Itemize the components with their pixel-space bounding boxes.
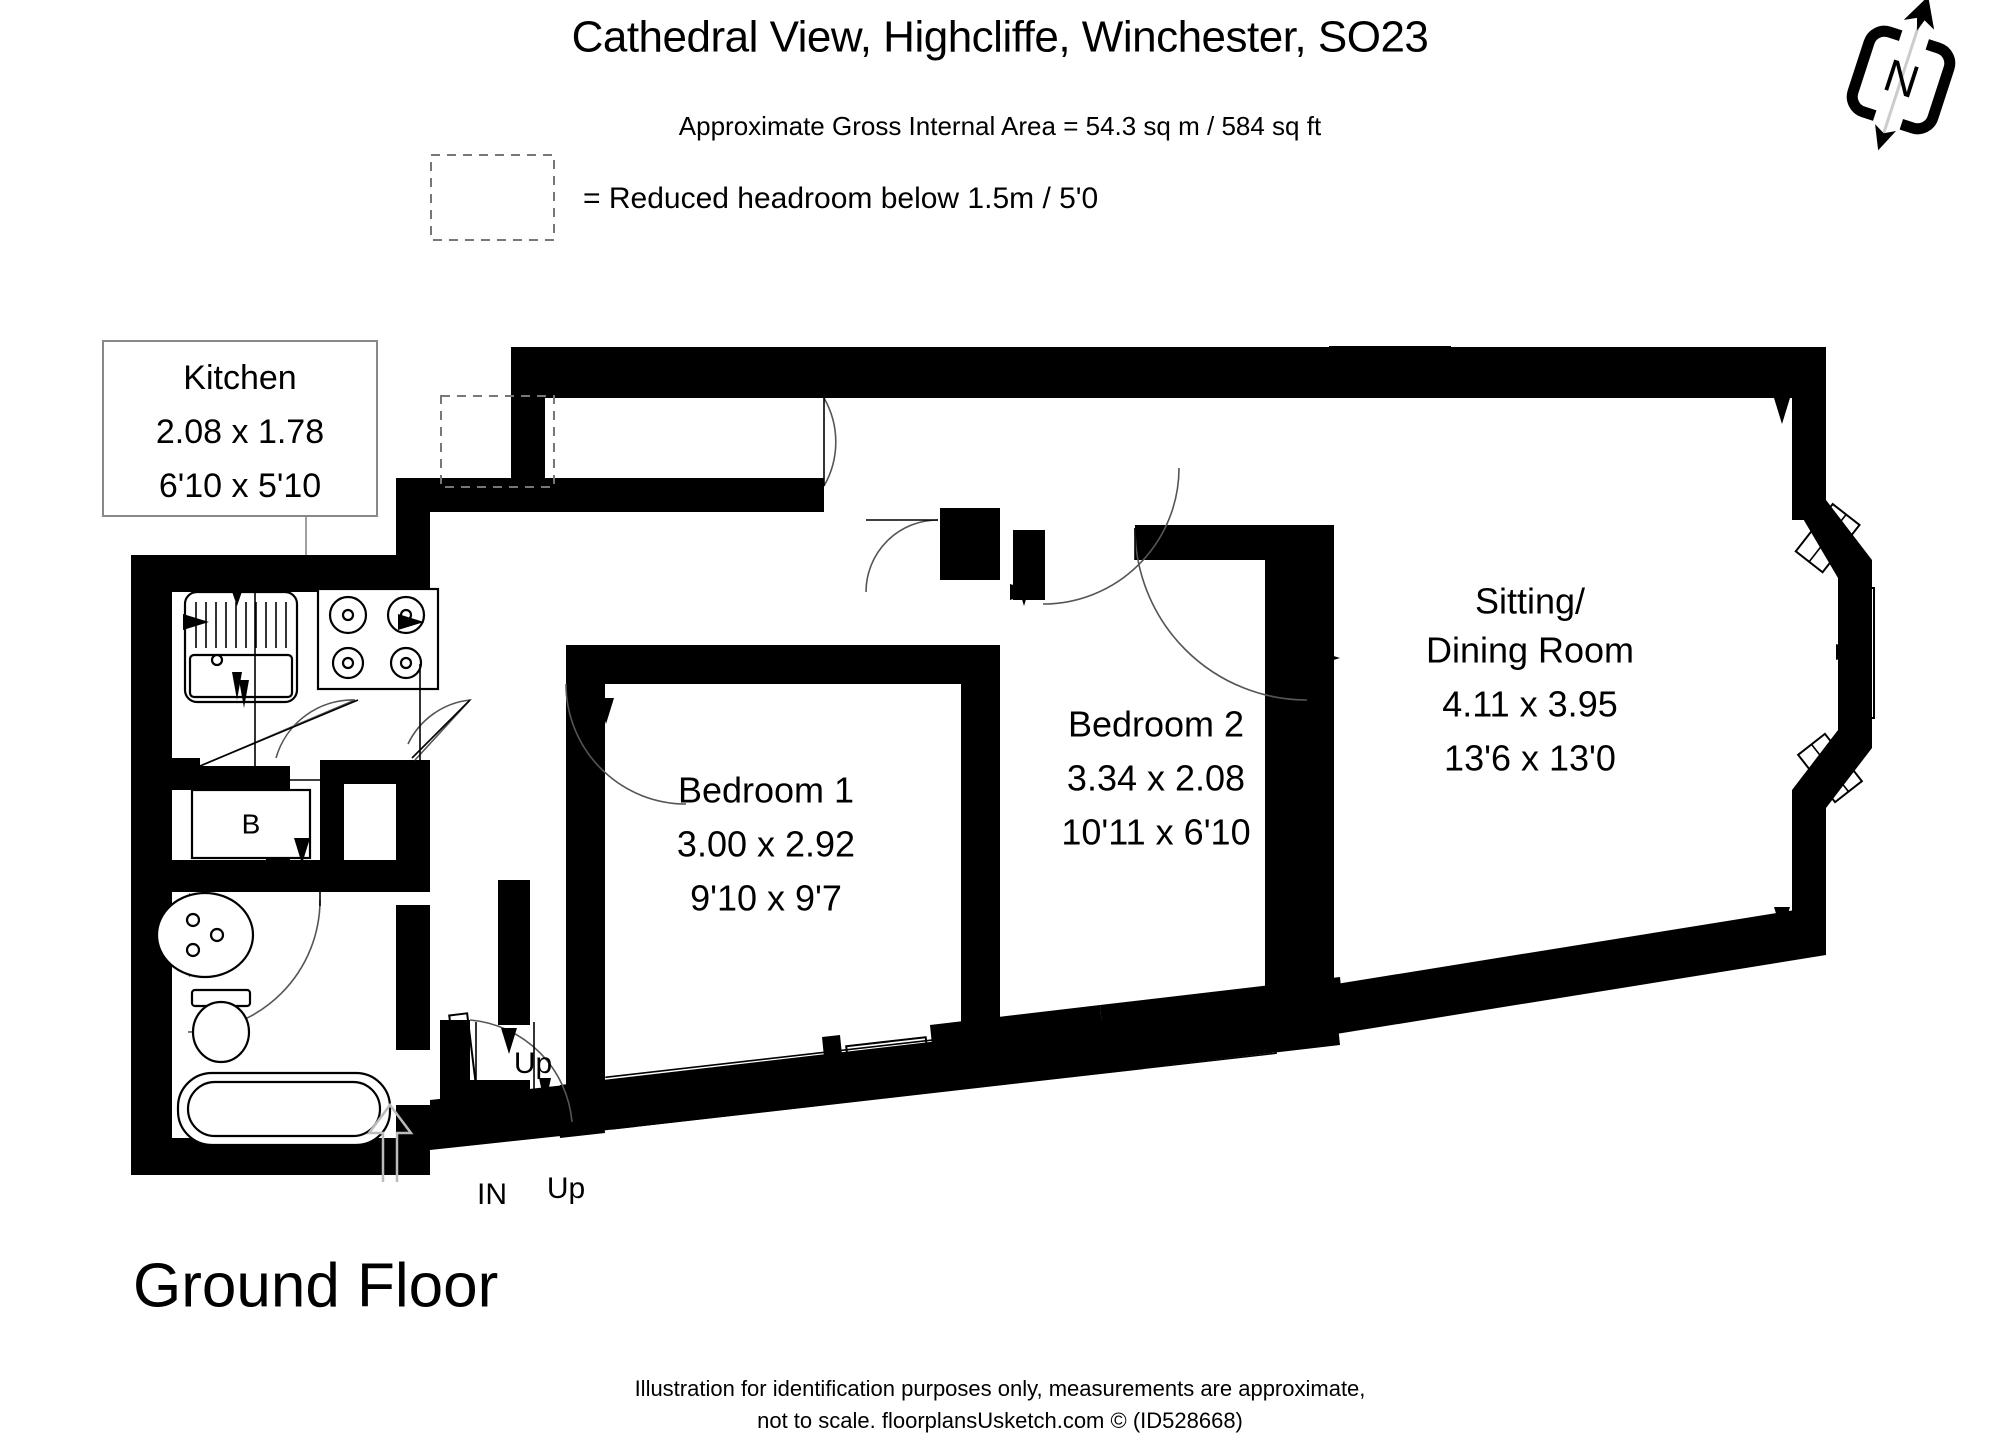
kitchen-name: Kitchen [183, 359, 296, 397]
footer-line-2: not to scale. floorplansUsketch.com © (I… [757, 1408, 1243, 1433]
bedroom-2-name: Bedroom 2 [1068, 704, 1244, 745]
sitting-dining-dim-imperial: 13'6 x 13'0 [1444, 738, 1616, 779]
kitchen-label-box [102, 340, 378, 517]
kitchen-dim-metric: 2.08 x 1.78 [156, 413, 324, 451]
plan-reduced-headroom-zone [440, 395, 555, 488]
direction-arrows [183, 398, 1862, 1106]
area-subtitle: Approximate Gross Internal Area = 54.3 s… [679, 111, 1322, 141]
bedroom-2-dim-metric: 3.34 x 2.08 [1067, 758, 1245, 799]
boiler-cupboard-icon [190, 788, 312, 860]
bedroom-1-dim-metric: 3.00 x 2.92 [677, 824, 855, 865]
entrance-arrow-icon [366, 1102, 414, 1182]
wash-basin-icon [155, 891, 255, 979]
kitchen-fixtures [183, 560, 440, 781]
page-title: Cathedral View, Highcliffe, Winchester, … [572, 13, 1429, 62]
doors-group [187, 397, 1308, 1128]
bedroom-1-name: Bedroom 1 [678, 770, 854, 811]
bathroom-fixtures [155, 891, 392, 1147]
sitting-dining-dim-metric: 4.11 x 3.95 [1442, 684, 1617, 725]
sitting-dining-name-line2: Dining Room [1426, 630, 1634, 671]
bedroom-1-dim-imperial: 9'10 x 9'7 [690, 878, 842, 919]
walls-group [131, 347, 1872, 1175]
bedroom-2-dim-imperial: 10'11 x 6'10 [1061, 812, 1250, 853]
footer-line-1: Illustration for identification purposes… [635, 1376, 1366, 1401]
compass-icon: N [1846, 0, 1956, 151]
legend-label: = Reduced headroom below 1.5m / 5'0 [583, 182, 1098, 215]
boiler-label: B [242, 808, 261, 839]
stairs-group [475, 1000, 1277, 1130]
floor-title: Ground Floor [133, 1251, 498, 1320]
sink-drainer-icon [195, 602, 287, 648]
up-label-upper: Up [514, 1047, 552, 1080]
up-label-lower: Up [547, 1172, 585, 1205]
wc-icon [191, 1000, 251, 1064]
entrance-label: IN [477, 1178, 507, 1211]
reduced-headroom-swatch [430, 154, 555, 241]
kitchen-dim-imperial: 6'10 x 5'10 [159, 467, 321, 505]
sitting-dining-name-line1: Sitting/ [1475, 581, 1585, 622]
